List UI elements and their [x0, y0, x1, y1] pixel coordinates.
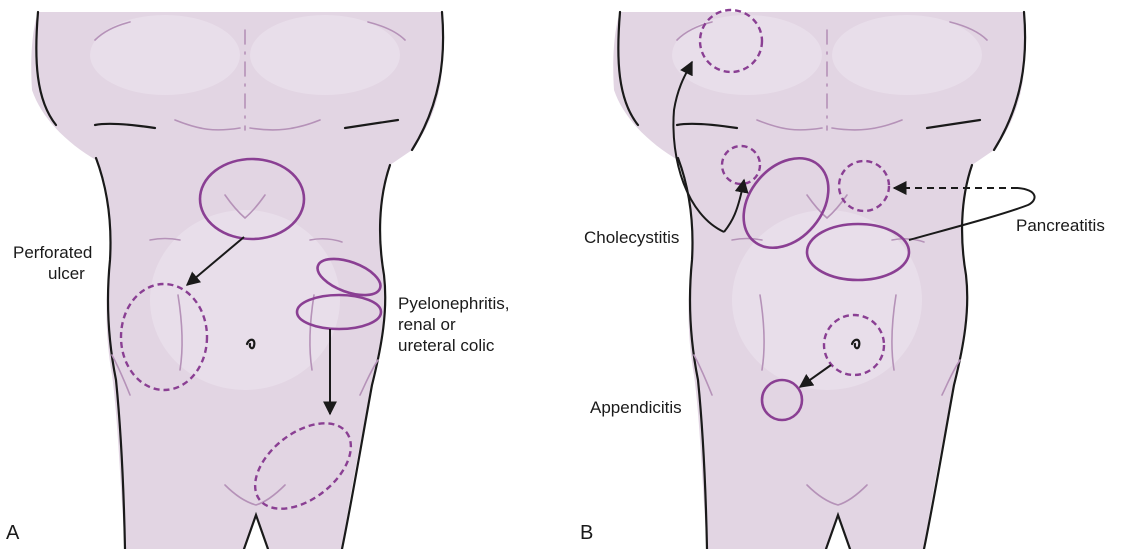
pyelonephritis-label-line3: ureteral colic — [398, 335, 510, 356]
chest-highlight-right-b — [832, 15, 982, 95]
pyelonephritis-label-line1: Pyelonephritis, — [398, 293, 510, 314]
perforated-ulcer-label-line2: ulcer — [13, 263, 92, 284]
pyelonephritis-label-line2: renal or — [398, 314, 510, 335]
perforated-ulcer-label: Perforated ulcer — [13, 242, 92, 284]
panel-letter-a: A — [6, 522, 19, 545]
appendicitis-label: Appendicitis — [590, 397, 682, 418]
chest-highlight-left-b — [672, 15, 822, 95]
panel-a — [31, 12, 443, 549]
chest-highlight-right-a — [250, 15, 400, 95]
panel-b — [613, 10, 1034, 549]
pancreatitis-label: Pancreatitis — [1016, 215, 1105, 236]
chest-highlight-left-a — [90, 15, 240, 95]
cholecystitis-label: Cholecystitis — [584, 227, 679, 248]
pyelonephritis-label: Pyelonephritis, renal or ureteral colic — [398, 293, 510, 356]
panel-letter-b: B — [580, 522, 593, 545]
perforated-ulcer-label-line1: Perforated — [13, 242, 92, 263]
